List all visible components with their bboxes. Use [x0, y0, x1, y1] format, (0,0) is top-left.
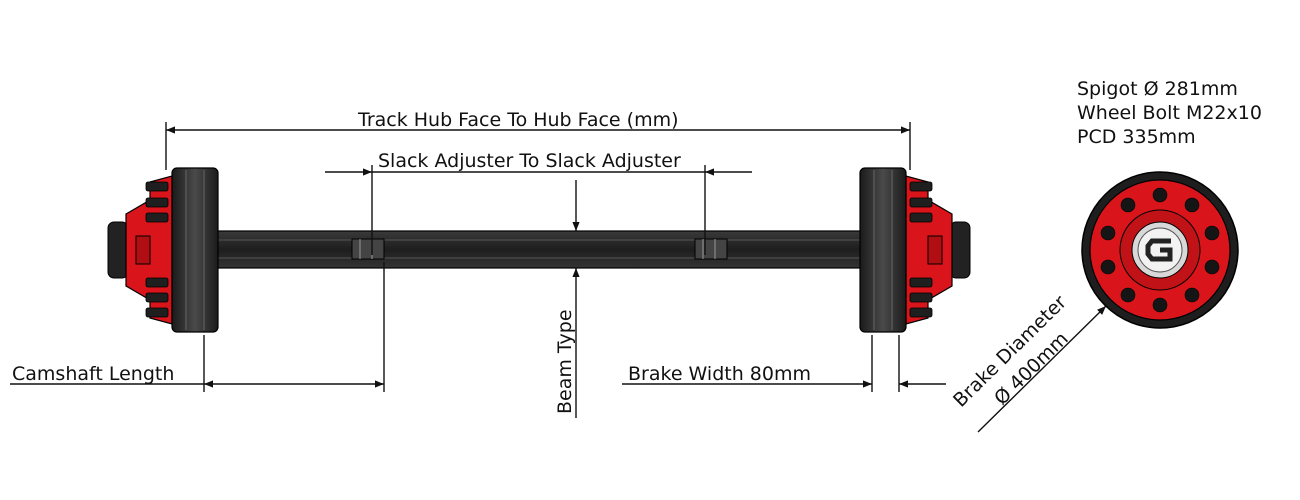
hub-face-view: [1081, 171, 1239, 329]
pcd-spec: PCD 335mm: [1077, 126, 1196, 148]
camshaft-label: Camshaft Length: [12, 363, 174, 385]
brake-width-dimension: [622, 335, 946, 392]
axle-beam: [214, 230, 866, 269]
track-label: Track Hub Face To Hub Face (mm): [357, 109, 679, 131]
wheel-bolt-spec: Wheel Bolt M22x10: [1077, 102, 1262, 124]
right-hub-assembly: [859, 167, 971, 333]
wheel-stud-holes: [1100, 187, 1220, 313]
left-hub-assembly: [107, 167, 219, 333]
camshaft-dimension: [10, 262, 385, 392]
brake-diameter-dimension: [977, 305, 1107, 433]
brake-width-label: Brake Width 80mm: [628, 363, 811, 385]
slack-adjuster-dimension: [325, 165, 752, 255]
spigot-spec: Spigot Ø 281mm: [1077, 78, 1238, 100]
beam-type-label: Beam Type: [554, 309, 576, 414]
track-dimension: [165, 122, 911, 170]
g-logo-icon: [1145, 238, 1173, 262]
slack-label: Slack Adjuster To Slack Adjuster: [378, 150, 681, 172]
